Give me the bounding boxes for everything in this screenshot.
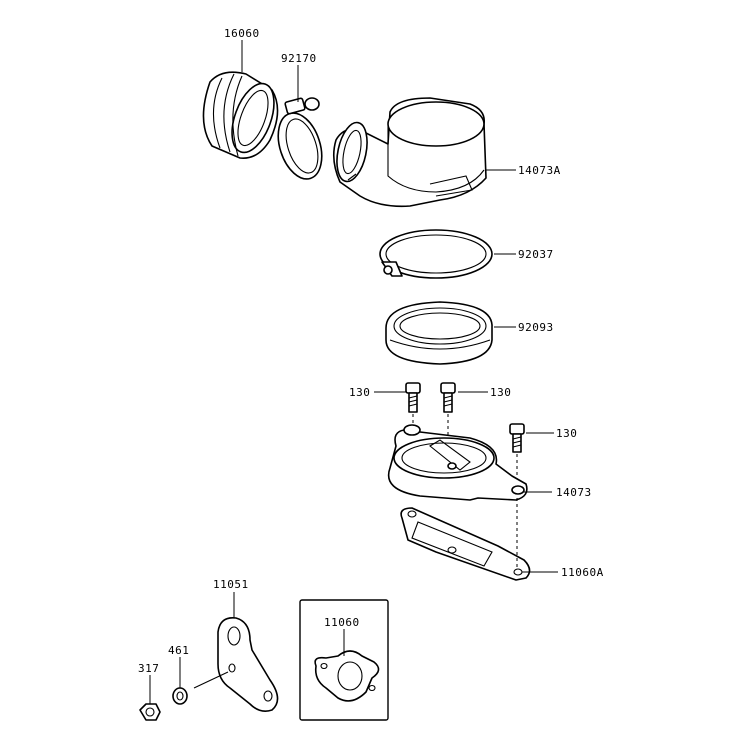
label-11051: 11051 (213, 578, 249, 591)
part-130-bolt-left (405, 382, 421, 430)
label-14073: 14073 (556, 486, 592, 499)
label-461: 461 (168, 644, 189, 657)
label-92170: 92170 (281, 52, 317, 65)
label-92093: 92093 (518, 321, 554, 334)
label-14073A: 14073A (518, 164, 561, 177)
part-92170-clamp (277, 97, 323, 180)
part-11051-bracket (217, 616, 279, 712)
part-14073A-elbow (332, 97, 487, 208)
part-130-bolt-right (509, 423, 525, 488)
label-130-right: 130 (556, 427, 577, 440)
part-317-nut (139, 703, 161, 721)
part-130-bolt-middle (440, 382, 456, 462)
part-11060A-gasket (400, 498, 531, 581)
label-130-left: 130 (349, 386, 370, 399)
label-92037: 92037 (518, 248, 554, 261)
part-16060-sleeve (202, 71, 279, 159)
label-130-middle: 130 (490, 386, 511, 399)
label-11060: 11060 (324, 616, 360, 629)
part-11060-box (299, 599, 389, 721)
leader-lines (149, 40, 558, 704)
label-11060A: 11060A (561, 566, 604, 579)
part-14073-flange (387, 424, 528, 501)
label-16060: 16060 (224, 27, 260, 40)
part-92093-ring (385, 301, 493, 365)
part-461-washer (172, 687, 188, 705)
part-92037-band (379, 229, 493, 279)
label-317: 317 (138, 662, 159, 675)
